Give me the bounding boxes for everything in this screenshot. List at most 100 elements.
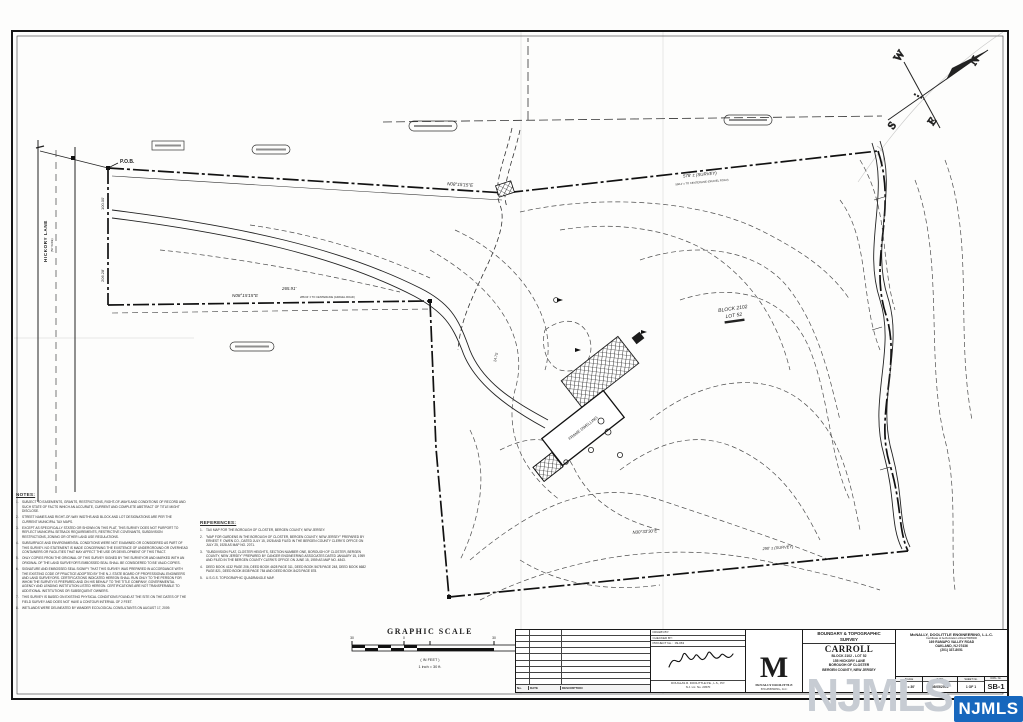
note-item: SUBJECT TO EASEMENTS, GRANTS, RESTRICTIO…: [22, 500, 186, 513]
pob-label: P.O.B.: [120, 159, 135, 165]
drawing-meta: SCALE 1" = 30' DATE 08/05/2009 SHEET No.…: [896, 676, 1007, 692]
project-block: BOUNDARY & TOPOGRAPHIC SURVEY CARROLL BL…: [803, 630, 896, 692]
svg-text:N: N: [968, 54, 982, 67]
south-line-bearing: N30°33'30"E: [632, 528, 657, 535]
west-line-bearing: N08°15'15"E: [232, 293, 259, 298]
firm-phone: (201) 337-8051: [940, 647, 963, 652]
svg-text:E: E: [926, 115, 940, 128]
revision-desc-header: DESCRIPTION: [562, 686, 583, 691]
reference-item: U.S.G.S. TOPOGRAPHIC QUADRANGLE MAP.: [206, 575, 275, 580]
signer-name: DOUGLAS R. DOOLITTLE P.E., L.S., P.P.: [671, 681, 725, 685]
note-item: THIS SURVEY IS BASED ON EXISTING PHYSICA…: [22, 595, 187, 604]
signer-license: N.J. Lic. No. 24570: [685, 684, 711, 689]
svg-text:W: W: [892, 48, 908, 64]
scale-tick: 30: [492, 636, 496, 640]
signature-area: [651, 647, 745, 681]
shed-footprint: [631, 331, 645, 345]
project-no-label: PROJECT No.:: [652, 641, 673, 646]
scale-ratio: 1 inch = 30 ft.: [419, 665, 442, 669]
scale-tick: 0: [403, 636, 405, 640]
note-item: SIGNATURE AND EMBOSSED SEAL SIGNIFY THAT…: [22, 567, 185, 593]
street-label: HICKORY LANE: [43, 220, 48, 262]
west-line-distance: 265.91': [281, 286, 296, 291]
project-no-value: 09-063: [674, 641, 685, 646]
west-line-note: 288.04' ± TO CENTERLINE (GRAVEL ROAD): [300, 295, 355, 299]
reference-item: "MAP FOR GARDENS IN THE BOROUGH OF CLOST…: [206, 534, 365, 548]
scale-label: SCALE: [896, 677, 922, 682]
scale-in-feet: ( IN FEET ): [420, 658, 440, 662]
street-width-label: (50' WIDE): [50, 238, 54, 252]
note-item: ONLY COPIES FROM THE ORIGINAL OF THIS SU…: [22, 556, 185, 565]
culvert-hatch: [495, 180, 515, 198]
firm-name: McNALLY, DOOLITTLE ENGINEERING, L.L.C.: [909, 631, 994, 637]
north-arrow: N W S E: [885, 47, 989, 132]
north-line-bearing: N08°15'15"E: [447, 181, 474, 188]
revision-date-header: DATE: [529, 686, 561, 691]
wetland-flags: [557, 298, 647, 352]
area-smudge: [724, 318, 745, 324]
garage-footprint: [532, 451, 564, 483]
revision-no-header: No.: [516, 686, 529, 691]
date-label: DATE: [923, 677, 957, 682]
revision-table: No. DATE DESCRIPTION: [516, 630, 651, 692]
njmls-logo-badge: NJMLS: [954, 696, 1023, 722]
frontage-dim-2: 206.28': [100, 269, 105, 282]
sheet-label: SHEET No.: [958, 677, 984, 682]
north-line-note: 568.4' ± TO CENTERLINE (GRAVEL ROAD): [675, 178, 729, 187]
njmls-watermark-large: NJMLS: [806, 669, 954, 721]
survey-title-line2: SURVEY: [840, 636, 858, 642]
scale-tick: 30: [350, 636, 354, 640]
property-boundary: [107, 150, 909, 598]
map-labels: P.O.B. HICKORY LANE (50' WIDE) 100.00' 2…: [43, 159, 794, 551]
adjacent-lot-lines: [111, 38, 883, 314]
sheet-border: [11, 30, 1009, 700]
brook: [871, 140, 911, 550]
drawn-by-label: DRAWN BY:: [652, 630, 670, 635]
logo-monogram: M: [759, 651, 789, 684]
sheet-value: 1 OF 1: [965, 685, 977, 689]
north-line-distance: 578' ± (SURVEY): [683, 170, 718, 178]
firm-address-2: OAKLAND, NJ 07436: [935, 643, 968, 648]
checked-by-label: CHECKED BY:: [652, 635, 673, 640]
reference-item: "SUBDIVISION PLAT, CLOSTER HEIGHTS, SECT…: [206, 549, 365, 563]
reference-item: DEED BOOK 4132 PAGE 206, DEED BOOK 4628 …: [206, 564, 366, 574]
frontage-dim-1: 100.00': [100, 197, 105, 210]
date-value: 08/05/2009: [931, 685, 949, 689]
paper-fold: [14, 337, 194, 339]
driveway: [111, 209, 549, 429]
firm-certificate: Certificate of Authorization 24GA2790830…: [926, 636, 977, 640]
hickory-lane-road: [35, 140, 109, 502]
dwg-no-value: SB-1: [987, 682, 1005, 691]
client-name: CARROLL: [824, 644, 874, 654]
reference-item: TAX MAP FOR THE BOROUGH OF CLOSTER, BERG…: [206, 528, 326, 533]
logo-firm-suffix: ENGINEERING, LLC: [760, 686, 788, 691]
notes-title: NOTES:: [16, 492, 36, 497]
note-item: SUBSURFACE AND ENVIRONMENTAL CONDITIONS …: [22, 541, 188, 554]
block-label: BLOCK 2102: [718, 304, 748, 314]
house-footprint: FRAME DWELLING: [540, 389, 626, 467]
south-line-distance: 290' ± (SURVEY): [761, 544, 794, 551]
signature-icon: [668, 651, 734, 668]
scale-value: 1" = 30': [903, 685, 915, 689]
address-line: 155 HICKORY LANE: [832, 658, 866, 663]
scan-crease: [857, 31, 1004, 183]
county-line: BERGEN COUNTY, NEW JERSEY: [822, 667, 876, 672]
lot-label: LOT 52: [725, 312, 743, 320]
note-item: WETLANDS WERE DELINEATED BY WANDER ECOLO…: [22, 606, 171, 611]
paper-fold: [520, 32, 522, 694]
references-block: REFERENCES: 1.TAX MAP FOR THE BOROUGH OF…: [200, 520, 368, 582]
firm-logo: M McNALLY DOOLITTLE ENGINEERING, LLC: [746, 630, 803, 692]
logo-firm-name: McNALLY DOOLITTLE: [755, 682, 793, 687]
title-block: No. DATE DESCRIPTION DRAWN BY: CHECKED B…: [515, 629, 1008, 693]
admin-block: DRAWN BY: CHECKED BY: PROJECT No.: 09-06…: [651, 630, 746, 692]
owner-stamps: [151, 114, 773, 352]
wetland-hatch: [560, 335, 640, 409]
survey-title-line1: BOUNDARY & TOPOGRAPHIC: [817, 631, 881, 636]
note-item: STREET NAMES AND RIGHT-OF-WAY WIDTHS AND…: [22, 515, 172, 524]
firm-address-1: 169 RAMAPO VALLEY ROAD: [928, 639, 975, 644]
graphic-scale-title: GRAPHIC SCALE: [387, 627, 473, 636]
paper-fold: [662, 32, 664, 694]
side-dim: 24.75': [493, 352, 499, 363]
